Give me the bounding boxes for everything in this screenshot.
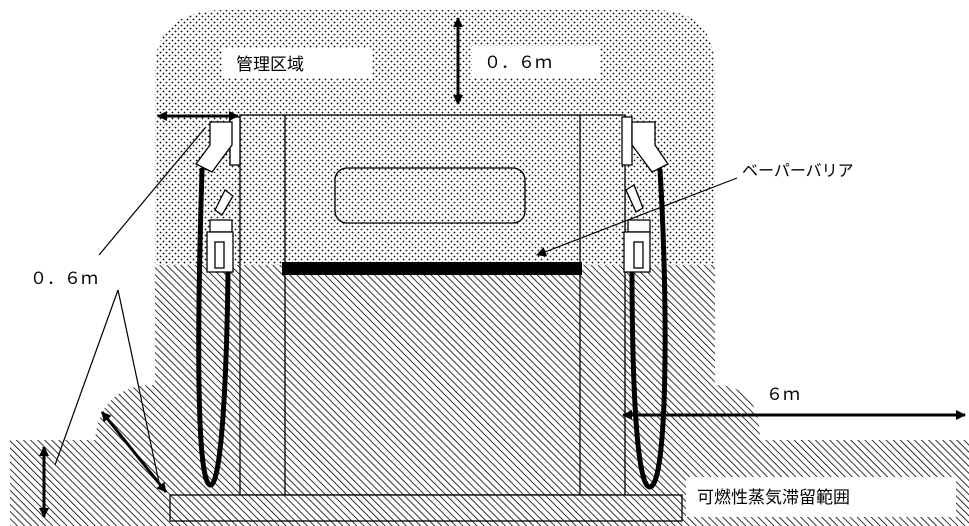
top-clearance-label: ０．６ｍ [484, 53, 552, 73]
flammable-vapor-zone-label-box [686, 477, 956, 517]
corner-clearance-arrow [100, 411, 168, 493]
side-clearance-label: ０．６ｍ [30, 269, 98, 289]
ground-distance-label: ６ｍ [766, 385, 800, 405]
dimension-arrows [39, 17, 966, 518]
vapor-barrier-label: ベーパーバリア [742, 161, 854, 180]
side-clearance-label-box [22, 262, 132, 290]
left-hose [196, 167, 231, 488]
top-clearance-label-box [472, 46, 600, 78]
leader-lines [54, 127, 206, 488]
flammable-vapor-zone [10, 265, 969, 526]
vapor-barrier-leader [536, 177, 738, 257]
management-area-label: 管理区域 [236, 55, 304, 75]
right-nozzle-lower [623, 184, 651, 273]
management-area-label-box [222, 48, 372, 78]
base-plate [169, 494, 683, 522]
flammable-vapor-zone-label: 可燃性蒸気滞留範囲 [697, 488, 850, 508]
right-nozzle-upper [621, 116, 669, 173]
vapor-barrier-bar [282, 262, 582, 275]
display-window [334, 167, 526, 224]
left-nozzle-lower [206, 189, 234, 273]
right-hose [629, 167, 668, 490]
